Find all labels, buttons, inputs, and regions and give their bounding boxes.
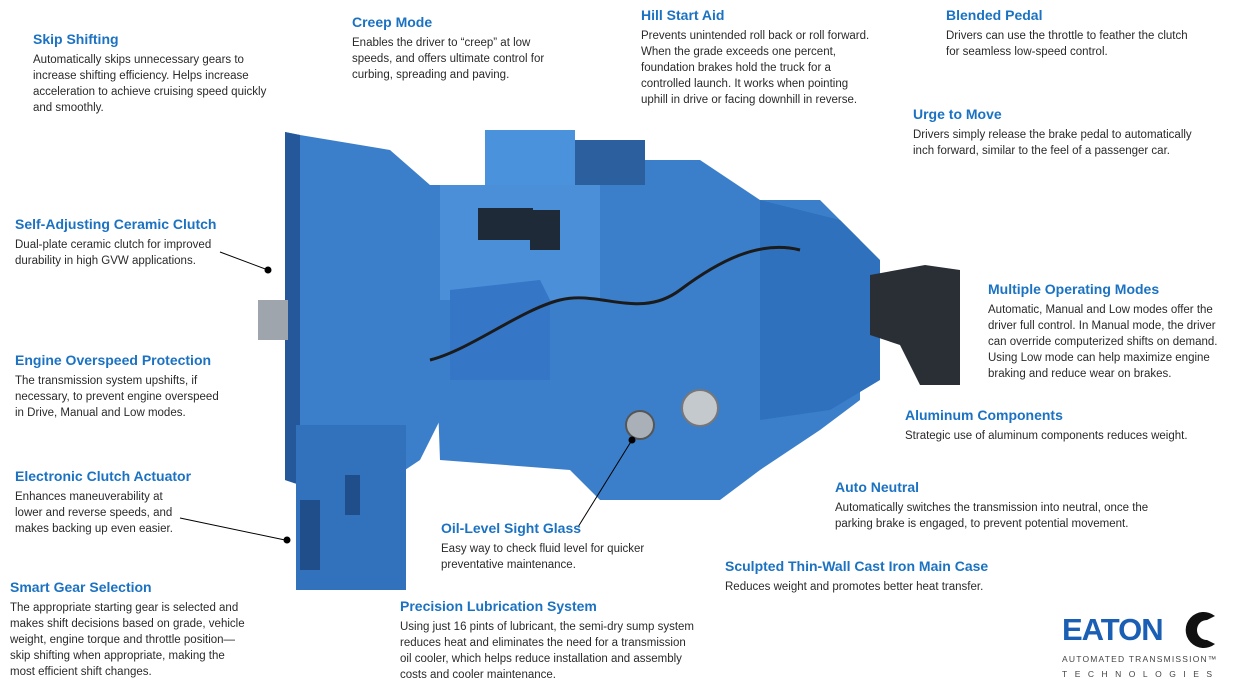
- callout-body: Prevents unintended roll back or roll fo…: [641, 30, 870, 106]
- leader-lines: [179, 251, 636, 544]
- callout-title: Skip Shifting: [33, 31, 119, 47]
- callout-title: Oil-Level Sight Glass: [441, 520, 582, 536]
- callout-body: Drivers can use the throttle to feather …: [946, 30, 1188, 58]
- callout-title: Electronic Clutch Actuator: [15, 468, 192, 484]
- callout-title: Creep Mode: [352, 14, 433, 30]
- callout-title: Multiple Operating Modes: [988, 281, 1160, 297]
- callout-cast-iron: Sculpted Thin-Wall Cast Iron Main Case R…: [725, 557, 988, 595]
- callout-body: Dual-plate ceramic clutch for improved d…: [15, 239, 212, 267]
- callout-urge-to-move: Urge to Move Drivers simply release the …: [913, 105, 1192, 159]
- callout-title: Engine Overspeed Protection: [15, 352, 212, 368]
- callout-title: Hill Start Aid: [641, 7, 725, 23]
- callout-title: Smart Gear Selection: [10, 579, 152, 595]
- callout-title: Sculpted Thin-Wall Cast Iron Main Case: [725, 558, 989, 574]
- callout-sight-glass: Oil-Level Sight Glass Easy way to check …: [441, 519, 644, 573]
- callout-body: The appropriate starting gear is selecte…: [10, 602, 245, 678]
- callout-body: Strategic use of aluminum components red…: [905, 430, 1188, 442]
- callout-title: Self-Adjusting Ceramic Clutch: [15, 216, 217, 232]
- callout-aluminum: Aluminum Components Strategic use of alu…: [905, 406, 1188, 444]
- callout-title: Urge to Move: [913, 106, 1002, 122]
- callout-body: Reduces weight and promotes better heat …: [725, 581, 984, 593]
- callout-title: Blended Pedal: [946, 7, 1043, 23]
- callout-clutch-actuator: Electronic Clutch Actuator Enhances mane…: [15, 467, 191, 537]
- callout-blended-pedal: Blended Pedal Drivers can use the thrott…: [946, 6, 1188, 60]
- callout-auto-neutral: Auto Neutral Automatically switches the …: [835, 478, 1148, 532]
- callout-smart-gear: Smart Gear Selection The appropriate sta…: [10, 578, 245, 680]
- callout-skip-shifting: Skip Shifting Automatically skips unnece…: [33, 30, 266, 116]
- callout-body: Using just 16 pints of lubricant, the se…: [400, 621, 695, 681]
- eaton-cummins-logo: EATON AUTOMATED TRANSMISSION™ TECHNOLOGI…: [1062, 610, 1232, 680]
- callout-overspeed: Engine Overspeed Protection The transmis…: [15, 351, 219, 421]
- callout-body: Automatically skips unnecessary gears to…: [33, 54, 267, 114]
- callout-body: Automatically switches the transmission …: [835, 502, 1149, 530]
- callout-creep-mode: Creep Mode Enables the driver to “creep”…: [352, 13, 544, 83]
- callout-body: Drivers simply release the brake pedal t…: [913, 129, 1192, 157]
- callout-hill-start-aid: Hill Start Aid Prevents unintended roll …: [641, 6, 869, 108]
- callout-body: The transmission system upshifts, if nec…: [15, 375, 219, 419]
- tagline-line-1: AUTOMATED TRANSMISSION™: [1062, 654, 1218, 664]
- transmission-body: [258, 130, 960, 590]
- callout-title: Auto Neutral: [835, 479, 919, 495]
- callout-body: Automatic, Manual and Low modes offer th…: [988, 304, 1218, 380]
- callout-body: Enables the driver to “creep” at low spe…: [352, 37, 545, 81]
- cummins-logo-icon: [1185, 612, 1215, 648]
- callout-ceramic-clutch: Self-Adjusting Ceramic Clutch Dual-plate…: [15, 215, 216, 269]
- eaton-wordmark: EATON: [1062, 612, 1164, 647]
- callout-lubrication: Precision Lubrication System Using just …: [400, 597, 694, 683]
- callout-title: Aluminum Components: [905, 407, 1063, 423]
- callout-body: Easy way to check fluid level for quicke…: [441, 543, 645, 571]
- callout-operating-modes: Multiple Operating Modes Automatic, Manu…: [988, 280, 1217, 382]
- callout-body: Enhances maneuverability at lower and re…: [15, 491, 173, 535]
- callout-title: Precision Lubrication System: [400, 598, 597, 614]
- tagline-line-2: TECHNOLOGIES: [1062, 669, 1220, 679]
